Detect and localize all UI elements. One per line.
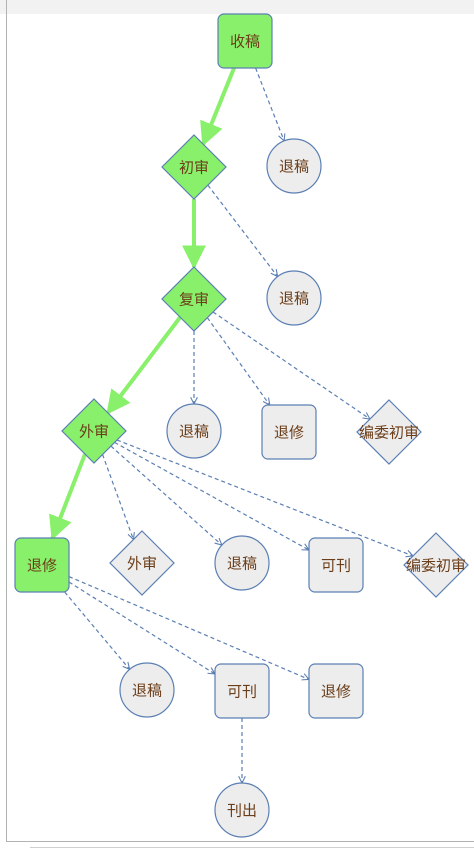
edge-fushen-to-bianweichushen_1: [212, 311, 370, 419]
edge-shougao-to-tuigao_1: [255, 67, 285, 141]
edge-waishen_1-to-tuigao_4: [110, 445, 222, 545]
nodes-layer: 收稿退稿初审退稿复审退稿退修编委初审外审退修外审退稿可刊编委初审退稿可刊退修刊出: [14, 13, 469, 838]
node-label: 外审: [127, 555, 157, 573]
node-kekan_1[interactable]: 可刊: [308, 537, 364, 593]
edge-waishen_1-to-tuixiu_2: [49, 453, 87, 541]
node-fushen[interactable]: 复审: [161, 266, 227, 332]
node-tuigao_1[interactable]: 退稿: [266, 138, 322, 194]
node-shape-diamond: [403, 532, 469, 598]
node-shape-diamond: [356, 399, 422, 465]
node-label: 退稿: [279, 158, 309, 176]
node-shape-rect: [261, 404, 317, 460]
node-tuixiu_1[interactable]: 退修: [261, 404, 317, 460]
node-tuixiu_3[interactable]: 退修: [308, 663, 364, 719]
node-shape-circle: [266, 138, 322, 194]
edge-waishen_1-to-waishen_2: [101, 454, 134, 539]
node-label: 退稿: [279, 290, 309, 308]
node-tuigao_4[interactable]: 退稿: [214, 535, 270, 591]
node-shape-diamond: [161, 266, 227, 332]
node-shape-diamond: [109, 530, 175, 596]
edge-waishen_1-to-kekan_1: [114, 441, 309, 550]
node-label: 退修: [274, 424, 304, 442]
node-label: 刊出: [227, 802, 257, 820]
node-shape-circle: [266, 270, 322, 326]
node-waishen_1[interactable]: 外审: [61, 398, 127, 464]
edge-tuixiu_2-to-tuixiu_3: [68, 576, 309, 680]
node-kanchu[interactable]: 刊出: [214, 782, 270, 838]
node-shape-circle: [119, 662, 175, 718]
node-shape-rect: [217, 13, 273, 69]
node-shape-diamond: [61, 398, 127, 464]
node-label: 退稿: [179, 423, 209, 441]
node-label: 退稿: [132, 682, 162, 700]
node-tuigao_5[interactable]: 退稿: [119, 662, 175, 718]
node-label: 复审: [179, 291, 209, 309]
node-label: 可刊: [227, 683, 257, 701]
edge-shougao-to-chushen: [200, 67, 236, 147]
node-label: 初审: [179, 159, 209, 177]
node-shape-circle: [214, 782, 270, 838]
edge-tuixiu_2-to-kekan_2: [68, 581, 215, 674]
node-tuigao_2[interactable]: 退稿: [266, 270, 322, 326]
node-label: 可刊: [321, 557, 351, 575]
node-chushen[interactable]: 初审: [161, 134, 227, 200]
node-bianweichushen_1[interactable]: 编委初审: [356, 399, 422, 465]
node-tuixiu_2[interactable]: 退修: [14, 537, 70, 593]
edge-tuixiu_2-to-tuigao_5: [64, 591, 130, 669]
edge-fushen-to-tuixiu_1: [206, 317, 269, 405]
node-shape-rect: [308, 537, 364, 593]
node-shape-rect: [14, 537, 70, 593]
node-shape-rect: [214, 663, 270, 719]
edge-fushen-to-waishen_1: [106, 315, 182, 415]
node-label: 编委初审: [406, 557, 466, 575]
node-label: 退稿: [227, 555, 257, 573]
node-shape-circle: [166, 403, 222, 459]
edge-chushen-to-tuigao_2: [207, 184, 278, 276]
edge-waishen_1-to-bianweichushen_2: [116, 439, 413, 556]
node-label: 外审: [79, 423, 109, 441]
node-label: 收稿: [230, 33, 260, 51]
node-shape-diamond: [161, 134, 227, 200]
node-label: 编委初审: [359, 424, 419, 442]
node-tuigao_3[interactable]: 退稿: [166, 403, 222, 459]
node-waishen_2[interactable]: 外审: [109, 530, 175, 596]
top-strip: [0, 0, 474, 14]
node-shape-rect: [308, 663, 364, 719]
node-kekan_2[interactable]: 可刊: [214, 663, 270, 719]
node-label: 退修: [27, 557, 57, 575]
node-label: 退修: [321, 683, 351, 701]
node-shougao[interactable]: 收稿: [217, 13, 273, 69]
node-shape-circle: [214, 535, 270, 591]
edges-layer: [49, 67, 413, 783]
node-bianweichushen_2[interactable]: 编委初审: [403, 532, 469, 598]
